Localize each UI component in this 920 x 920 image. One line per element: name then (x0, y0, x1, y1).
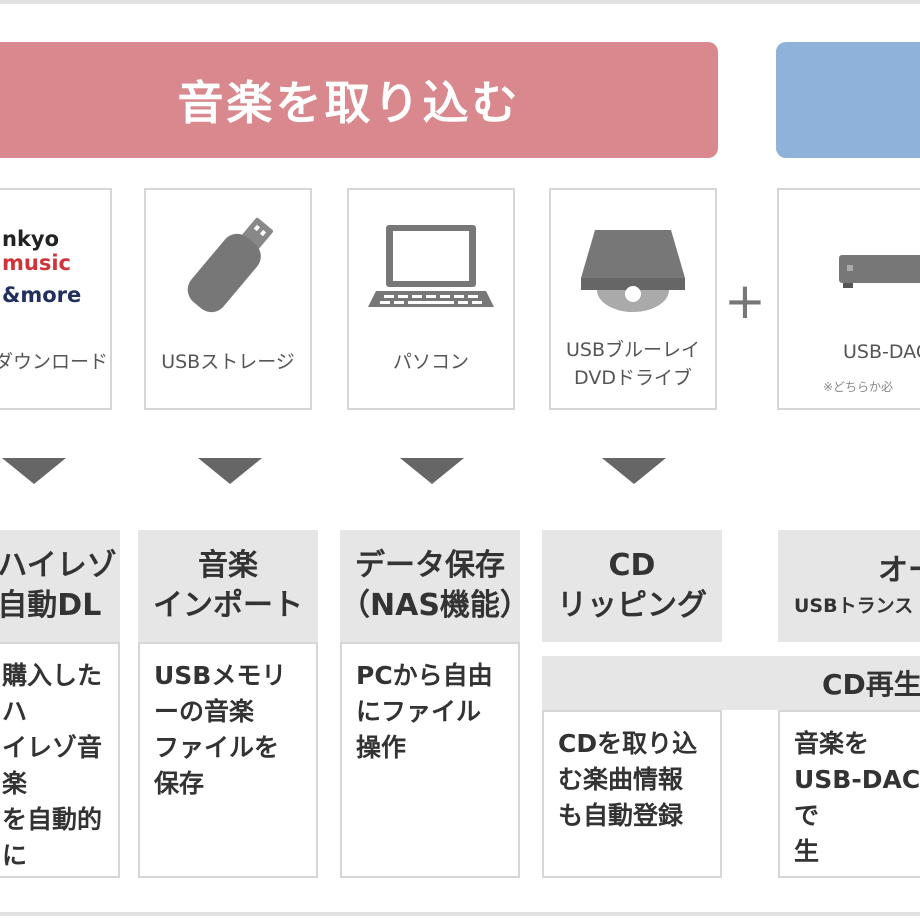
desc-data-storage: PCから自由 にファイル 操作 (340, 642, 520, 878)
card-label-download: ダウンロード (0, 351, 109, 373)
head-data-storage: データ保存 （NAS機能） (340, 530, 530, 642)
down-arrow-icon (2, 458, 66, 484)
usb-dac-icon (779, 212, 920, 322)
desc-cd-ripping: CDを取り込 む楽曲情報 も自動登録 (542, 710, 722, 878)
card-download: nkyo music &more ダウンロード (0, 188, 112, 410)
card-usb-dac: USB-DAC ※どちらか必 (777, 188, 920, 410)
down-arrow-icon (198, 458, 262, 484)
logo-more: &more (2, 283, 82, 307)
card-label-pc: パソコン (392, 351, 469, 373)
head-audio-transport: オー USBトランス (778, 530, 920, 642)
cd-playback-label: CD再生 (822, 668, 920, 701)
desc-music-import: USBメモリ ーの音楽 ファイルを 保存 (138, 642, 318, 878)
head-hires-download: ハイレゾ 自動DL (0, 530, 120, 642)
card-note-usb-dac: ※どちらか必 (823, 380, 894, 394)
bottom-border (0, 912, 920, 916)
cd-playback-bar: CD再生 (542, 656, 920, 710)
usb-stick-icon (146, 212, 310, 322)
head-cd-ripping: CD リッピング (542, 530, 722, 642)
head-title-ripping: CD リッピング (557, 548, 707, 623)
logo-music: music (2, 251, 71, 275)
head-music-import: 音楽 インポート (138, 530, 318, 642)
top-border (0, 0, 920, 4)
card-usb-storage: USBストレージ (144, 188, 312, 410)
head-title-hires: ハイレゾ 自動DL (0, 548, 117, 623)
card-label-usb-storage: USBストレージ (161, 351, 295, 373)
playback-banner (776, 42, 920, 158)
card-disc-drive: USBブルーレイ DVDドライブ (549, 188, 717, 410)
onkyo-music-logo: nkyo music &more (0, 212, 110, 322)
head-sub-transport: USBトランス (794, 595, 914, 617)
head-title-import: 音楽 インポート (153, 548, 303, 623)
logo-onkyo: nkyo (2, 227, 60, 251)
desc-hires-download: 購入したハ イレゾ音楽 を自動的に ダウンロー ド (0, 642, 120, 878)
import-music-banner: 音楽を取り込む (0, 42, 718, 158)
card-pc: パソコン (347, 188, 515, 410)
down-arrow-icon (602, 458, 666, 484)
plus-sign: + (724, 272, 766, 330)
import-music-title: 音楽を取り込む (177, 76, 521, 130)
laptop-icon (349, 212, 513, 322)
card-label-usb-dac: USB-DAC (843, 341, 920, 363)
head-title-nas: データ保存 （NAS機能） (340, 548, 530, 623)
disc-drive-icon (551, 212, 715, 322)
card-label-disc-drive: USBブルーレイ DVDドライブ (565, 339, 700, 389)
down-arrow-icon (400, 458, 464, 484)
head-title-audio: オー (878, 553, 920, 588)
desc-usb-dac-playback: 音楽を USB-DACで 生 (778, 710, 920, 878)
